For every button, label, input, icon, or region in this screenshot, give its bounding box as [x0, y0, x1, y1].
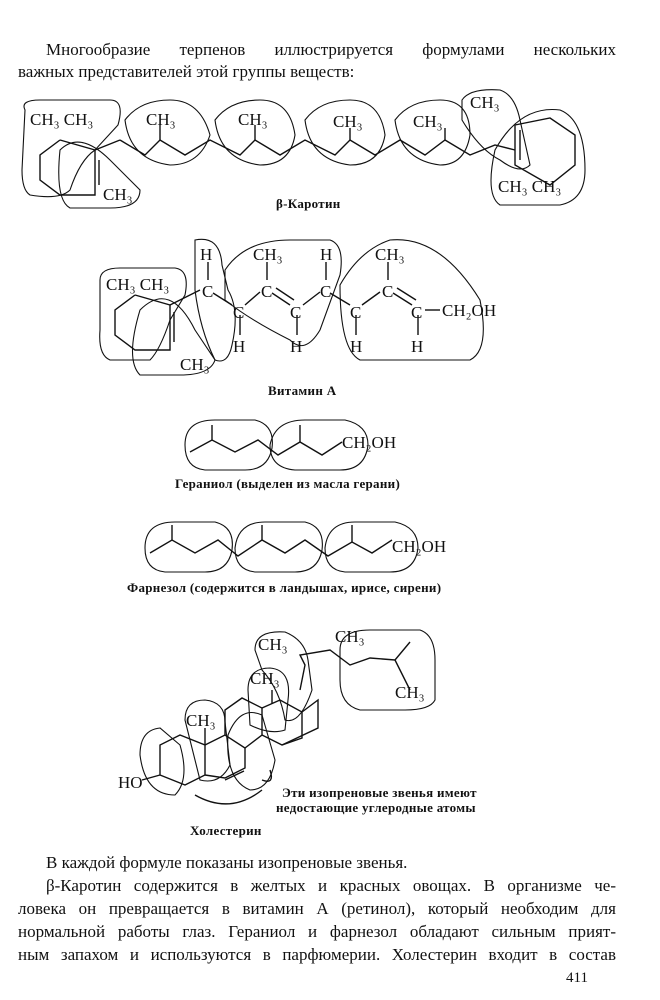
carotene-caption: β-Каротин [276, 196, 341, 211]
body-line-4: нормальной работы глаз. Гераниол и фарне… [18, 922, 616, 941]
vitamin-a-structure: H CH₃ CH₃ CH₃ C C H CH₃ C C H H C C CH₃ … [99, 238, 496, 376]
body-line-5: ным запахом и используются в парфюмерии.… [18, 945, 616, 964]
carotene-label: CH₃ [413, 112, 443, 131]
geraniol-caption: Гераниол (выделен из масла герани) [175, 476, 401, 491]
vitamin-a-label: C [290, 303, 301, 322]
cholesterol-label: CH₃ [395, 683, 425, 702]
vitamin-a-label: CH₂OH [442, 301, 496, 320]
intro-line-2: важных представителей этой группы вещест… [18, 62, 355, 81]
vitamin-a-label: C [202, 282, 213, 301]
cholesterol-label: HO [118, 773, 143, 792]
body-line-3: ловека он превращается в витамин А (рети… [18, 899, 616, 918]
vitamin-a-label: C [350, 303, 361, 322]
geraniol-label: CH₂OH [342, 433, 396, 452]
carotene-label: CH₃ [103, 185, 133, 204]
arrow-icon [261, 769, 273, 782]
body-line-2: β-Каротин содержится в желтых и красных … [46, 876, 616, 895]
body-line-1: В каждой формуле показаны изопреновые зв… [46, 853, 408, 872]
cholesterol-label: CH₃ [258, 635, 288, 654]
vitamin-a-label: C [411, 303, 422, 322]
vitamin-a-label: H [290, 337, 302, 356]
geraniol-structure: CH₂OH [184, 419, 396, 471]
vitamin-a-label: H [411, 337, 423, 356]
vitamin-a-label: C [233, 303, 244, 322]
cholesterol-note-line-2: недостающие углеродные атомы [276, 800, 476, 815]
vitamin-a-caption: Витамин А [268, 383, 337, 398]
carotene-label: CH₃ [146, 110, 176, 129]
vitamin-a-label: H [233, 337, 245, 356]
vitamin-a-label: C [382, 282, 393, 301]
intro-line-1: Многообразие терпенов иллюстрируется фор… [46, 40, 616, 59]
vitamin-a-label: H [320, 245, 332, 264]
vitamin-a-label: CH₃ [375, 245, 405, 264]
carotene-label: CH₃ CH₃ [30, 110, 93, 129]
carotene-label: CH₃ [470, 93, 500, 112]
cholesterol-structure: CH₃ CH₃ CH₃ CH₃ CH₃ HO [118, 627, 436, 805]
cholesterol-label: CH₃ [186, 711, 216, 730]
farnesol-structure: CH₂OH [144, 521, 446, 573]
arrow-icon [194, 789, 263, 805]
vitamin-a-label: H [350, 337, 362, 356]
cholesterol-label: CH₃ [250, 669, 280, 688]
carotene-label: CH₃ [238, 110, 268, 129]
cholesterol-note-line-1: Эти изопреновые звенья имеют [282, 785, 477, 800]
vitamin-a-label: CH₃ CH₃ [106, 275, 169, 294]
vitamin-a-label: C [261, 282, 272, 301]
cholesterol-caption: Холестерин [190, 823, 262, 838]
farnesol-label: CH₂OH [392, 537, 446, 556]
vitamin-a-label: CH₃ [253, 245, 283, 264]
cholesterol-label: CH₃ [335, 627, 365, 646]
carotene-label: CH₃ [333, 112, 363, 131]
vitamin-a-label: C [320, 282, 331, 301]
vitamin-a-label: H [200, 245, 212, 264]
farnesol-caption: Фарнезол (содержится в ландышах, ирисе, … [127, 580, 442, 595]
page-number: 411 [566, 970, 588, 986]
carotene-structure: CH₃ CH₃ CH₃ CH₃ CH₃ CH₃ CH₃ CH₃ CH₃ CH₃ [21, 89, 586, 209]
vitamin-a-label: CH₃ [180, 355, 210, 374]
carotene-label: CH₃ CH₃ [498, 177, 561, 196]
